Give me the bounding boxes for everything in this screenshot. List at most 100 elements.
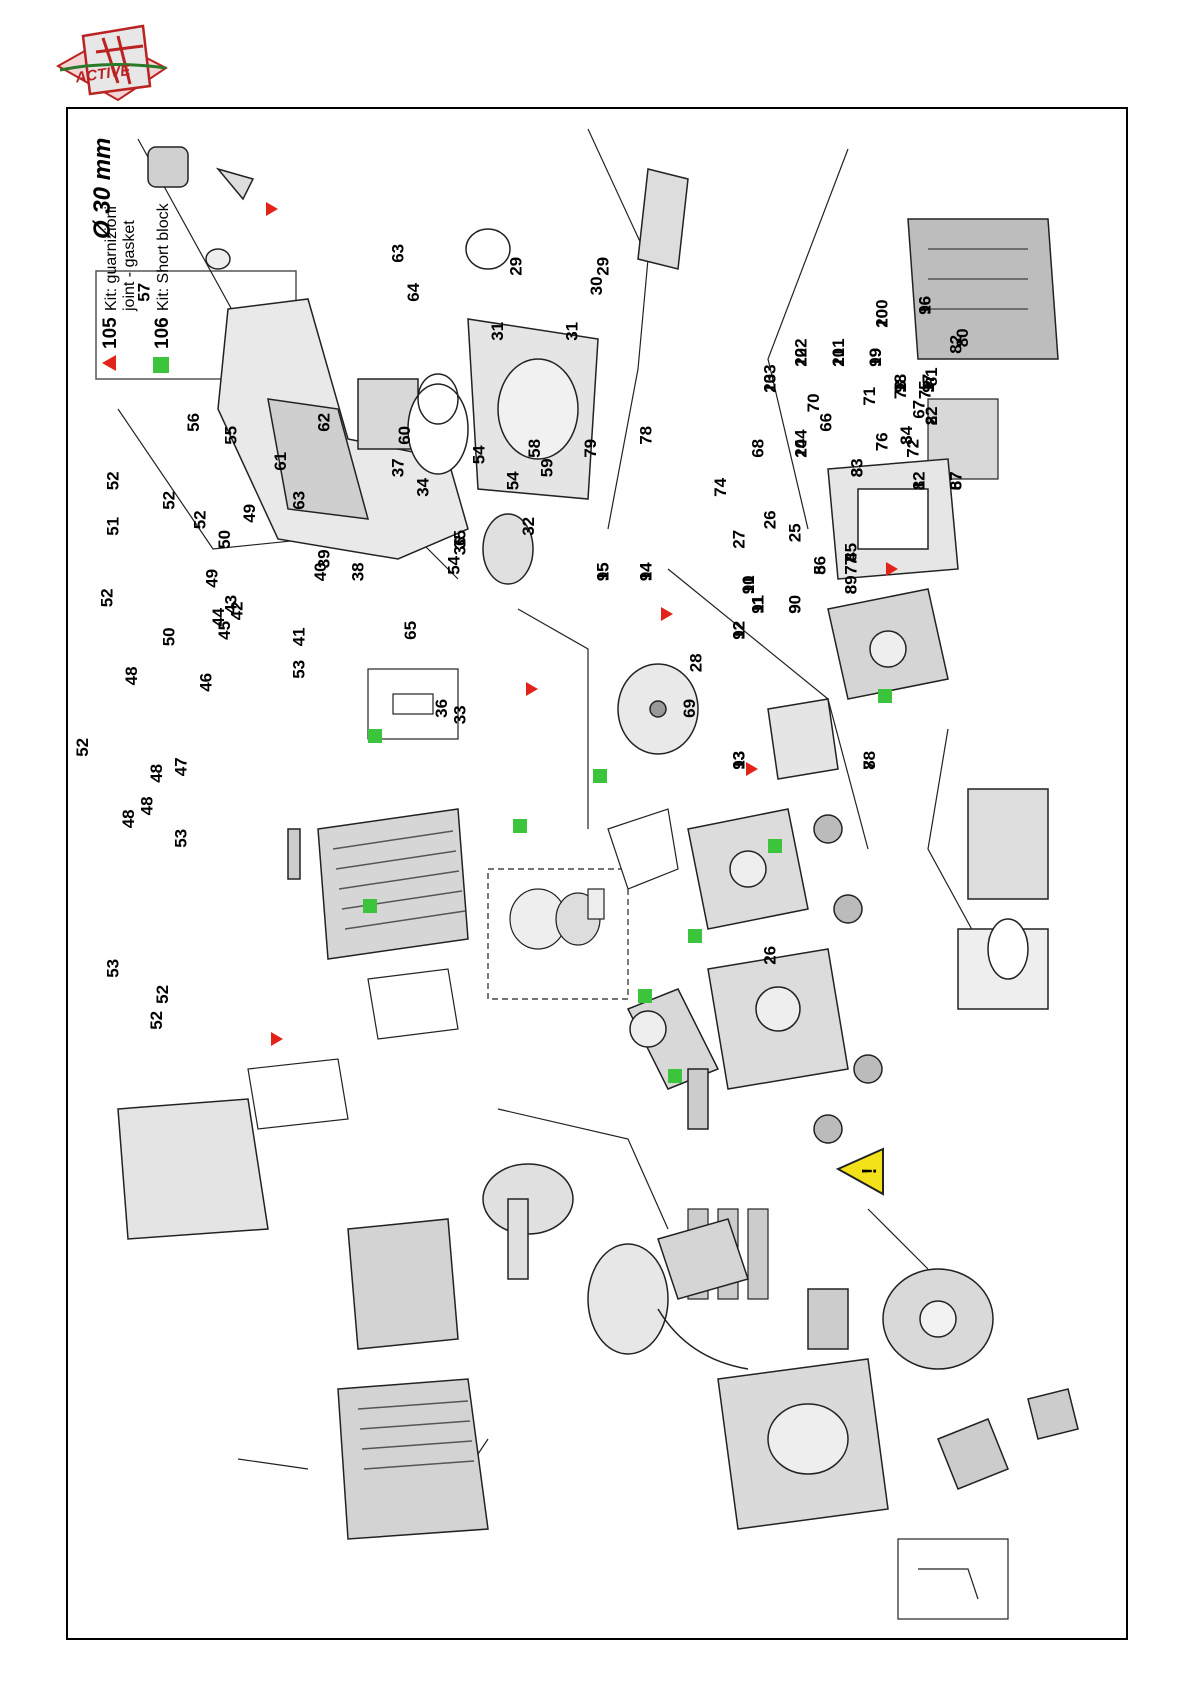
part-number-label: 65: [401, 621, 420, 640]
part-number-label: 59: [537, 458, 556, 477]
part-number-label: 26: [761, 510, 780, 529]
part-number-label: 96: [916, 296, 935, 315]
part-number-label: 49: [203, 569, 222, 588]
part-number-label: 83: [847, 458, 866, 477]
part-number-label: 45: [215, 621, 234, 640]
part-number-label: 92: [730, 621, 749, 640]
fuel-filter-assembly: [957, 788, 1049, 1010]
part-number-label: 64: [404, 282, 423, 301]
part-number-label: 62: [314, 413, 333, 432]
part-number-label: 97: [919, 374, 938, 393]
short-block-marker-icon: [368, 729, 382, 743]
part-number-label: 79: [581, 439, 600, 458]
part-number-label: 5: [810, 565, 829, 574]
piston-kit: [487, 868, 629, 1000]
part-number-label: 100: [872, 299, 891, 327]
intake-manifold: [767, 698, 839, 780]
part-number-label: 13: [730, 751, 749, 770]
part-number-labels: 1233456789101112131415161718192021222324…: [73, 244, 972, 1030]
part-number-label: 44: [209, 607, 228, 626]
part-number-label: 31: [562, 322, 581, 341]
part-number-label: 50: [159, 627, 178, 646]
part-number-label: 37: [389, 458, 408, 477]
part-number-label: 82: [922, 406, 941, 425]
part-number-label: 50: [215, 530, 234, 549]
flywheel-disc: [617, 663, 699, 755]
short-block-marker-icon: [668, 1069, 682, 1083]
air-filter-cover: [907, 218, 1059, 360]
part-number-label: 54: [444, 555, 463, 574]
part-number-label: 1: [909, 481, 928, 490]
cylinder: [317, 808, 469, 960]
short-block-marker-icon: [513, 819, 527, 833]
tank-cap: [147, 146, 255, 270]
short-block-marker-icon: [593, 769, 607, 783]
part-number-label: 91: [748, 595, 767, 614]
short-block-marker-icon: [638, 989, 652, 1003]
gasket-kit-marker-icon: [266, 202, 278, 216]
part-number-label: 63: [289, 491, 308, 510]
part-number-label: 54: [503, 471, 522, 490]
part-number-label: 40: [311, 562, 330, 581]
recoil-starter: [407, 228, 599, 585]
part-number-label: 48: [122, 666, 141, 685]
legend-gasket-number: 105: [100, 317, 121, 349]
short-block-marker-icon: [768, 839, 782, 853]
part-number-label: 53: [289, 660, 308, 679]
part-number-label: 89: [841, 575, 860, 594]
diameter-label: Ø 30 mm: [89, 138, 116, 239]
part-number-label: 102: [792, 338, 811, 366]
part-number-label: 54: [469, 445, 488, 464]
part-number-label: 42: [227, 601, 246, 620]
bearings: [813, 814, 883, 1144]
part-number-label: 35: [451, 530, 470, 549]
part-number-label: 82: [909, 471, 928, 490]
crankshaft: [626, 988, 720, 1130]
part-number-label: 52: [73, 738, 92, 757]
part-number-label: 16: [916, 296, 935, 315]
gasket-kit-marker-icon: [746, 762, 758, 776]
part-number-label: 26: [761, 946, 780, 965]
svg-text:!: !: [859, 1168, 881, 1175]
gear-housing: [587, 1243, 669, 1355]
short-block-marker-icon: [688, 929, 702, 943]
part-number-label: 103: [761, 364, 780, 392]
part-number-label: 48: [147, 764, 166, 783]
part-number-label: 9: [785, 604, 804, 613]
throttle-trigger-box: [897, 1538, 1009, 1620]
part-number-label: 61: [271, 452, 290, 471]
part-number-label: 14: [637, 562, 656, 581]
coupling: [807, 1288, 849, 1350]
part-number-label: 52: [147, 1011, 166, 1030]
part-number-label: 58: [525, 439, 544, 458]
part-number-label: 88: [860, 751, 879, 770]
part-number-label: 34: [413, 477, 432, 496]
part-number-label: 23: [761, 374, 780, 393]
gasket-kit-marker-icon: [886, 562, 898, 576]
part-number-label: 52: [97, 588, 116, 607]
part-number-label: 8: [841, 585, 860, 594]
part-number-label: 27: [730, 530, 749, 549]
part-number-label: 78: [637, 426, 656, 445]
part-number-label: 94: [637, 562, 656, 581]
part-number-label: 74: [711, 477, 730, 496]
part-number-label: 2: [922, 416, 941, 425]
legend-short-number: 106: [152, 317, 173, 349]
part-number-label: 91: [739, 575, 758, 594]
part-number-label: 20: [872, 309, 891, 328]
part-number-label: 31: [488, 322, 507, 341]
part-number-label: 12: [730, 621, 749, 640]
part-number-label: 28: [686, 653, 705, 672]
part-number-label: 98: [891, 374, 910, 393]
gasket-kit-triangle-icon: [102, 355, 116, 371]
part-number-label: 29: [593, 257, 612, 276]
part-number-label: 55: [221, 426, 240, 445]
part-number-label: 80: [953, 328, 972, 347]
part-number-label: 71: [860, 387, 879, 406]
part-number-label: 56: [184, 413, 203, 432]
part-number-label: 29: [506, 257, 525, 276]
filter-housing: [827, 458, 959, 580]
part-number-label: 7: [860, 760, 879, 769]
part-number-label: 19: [866, 348, 885, 367]
part-number-label: 47: [172, 757, 191, 776]
